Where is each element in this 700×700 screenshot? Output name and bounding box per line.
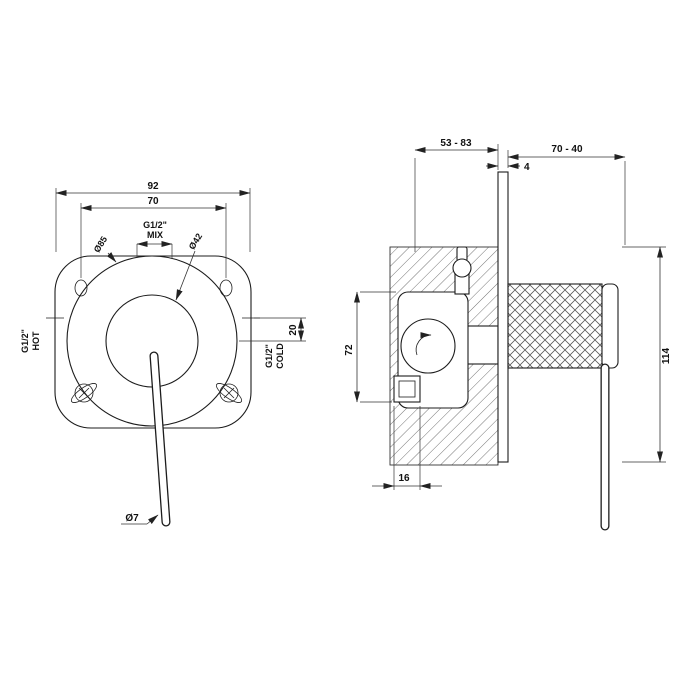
mix-text-label: MIX [147,230,163,240]
lever-rod-front [149,351,171,527]
flow-arrow [415,332,432,356]
dim-label-70-40: 70 - 40 [551,144,583,155]
dim-label-d7: Ø7 [125,513,139,524]
trim-ring-outer [66,255,238,427]
hot-size-label: G1/2" [20,329,30,353]
cartridge-spindle [465,325,499,365]
front-view: 92 70 G1/2" MIX Ø85 Ø42 [20,181,306,527]
mixing-cartridge [400,318,456,374]
dim-protrusion: 70 - 40 [507,144,626,245]
mounting-hole-right [219,279,233,297]
dim-label-92: 92 [147,181,159,192]
fixing-screw-right [215,383,243,403]
dim-label-114: 114 [661,347,672,364]
dim-label-70: 70 [147,196,159,207]
label-cold-inlet: G1/2" COLD [264,343,285,369]
dim-lever-diameter: Ø7 [121,513,159,525]
stop-valve [452,258,472,278]
dim-overall-width: 92 [55,181,251,252]
fixing-screw-left [70,383,98,403]
dim-overall-height: 114 [622,246,672,463]
dim-label-d85: Ø85 [92,235,109,255]
dim-label-d42: Ø42 [187,232,204,252]
dim-plate-diameter: Ø85 [92,235,117,263]
dim-hole-spacing: 70 [80,196,227,278]
hot-text-label: HOT [31,331,41,351]
label-hot-inlet: G1/2" HOT [20,329,41,353]
dim-label-72: 72 [344,344,355,356]
dim-label-16: 16 [398,473,410,484]
knob-end-cap [601,283,619,369]
dim-inlet-offset: 20 [239,317,306,342]
bracket-detail [398,380,416,398]
side-view: 53 - 83 70 - 40 4 72 16 [344,138,672,531]
cold-text-label: COLD [275,343,285,369]
dim-mix-connection: G1/2" MIX [136,220,173,258]
dim-recess-depth: 53 - 83 [414,138,499,252]
mounting-hole-left [74,279,88,297]
mounting-bracket [393,375,421,403]
dim-hub-diameter: Ø42 [175,232,204,301]
dim-plate-thickness: 4 [486,162,530,173]
dim-label-4: 4 [524,162,530,173]
knurled-knob [507,283,603,369]
dim-label-20: 20 [288,324,299,336]
dim-label-53-83: 53 - 83 [440,138,472,149]
dim-bracket-width: 16 [372,406,442,490]
dim-body-height: 72 [344,291,396,403]
escutcheon-plate-side [497,171,509,463]
mix-size-label: G1/2" [143,220,167,230]
cold-size-label: G1/2" [264,344,274,368]
